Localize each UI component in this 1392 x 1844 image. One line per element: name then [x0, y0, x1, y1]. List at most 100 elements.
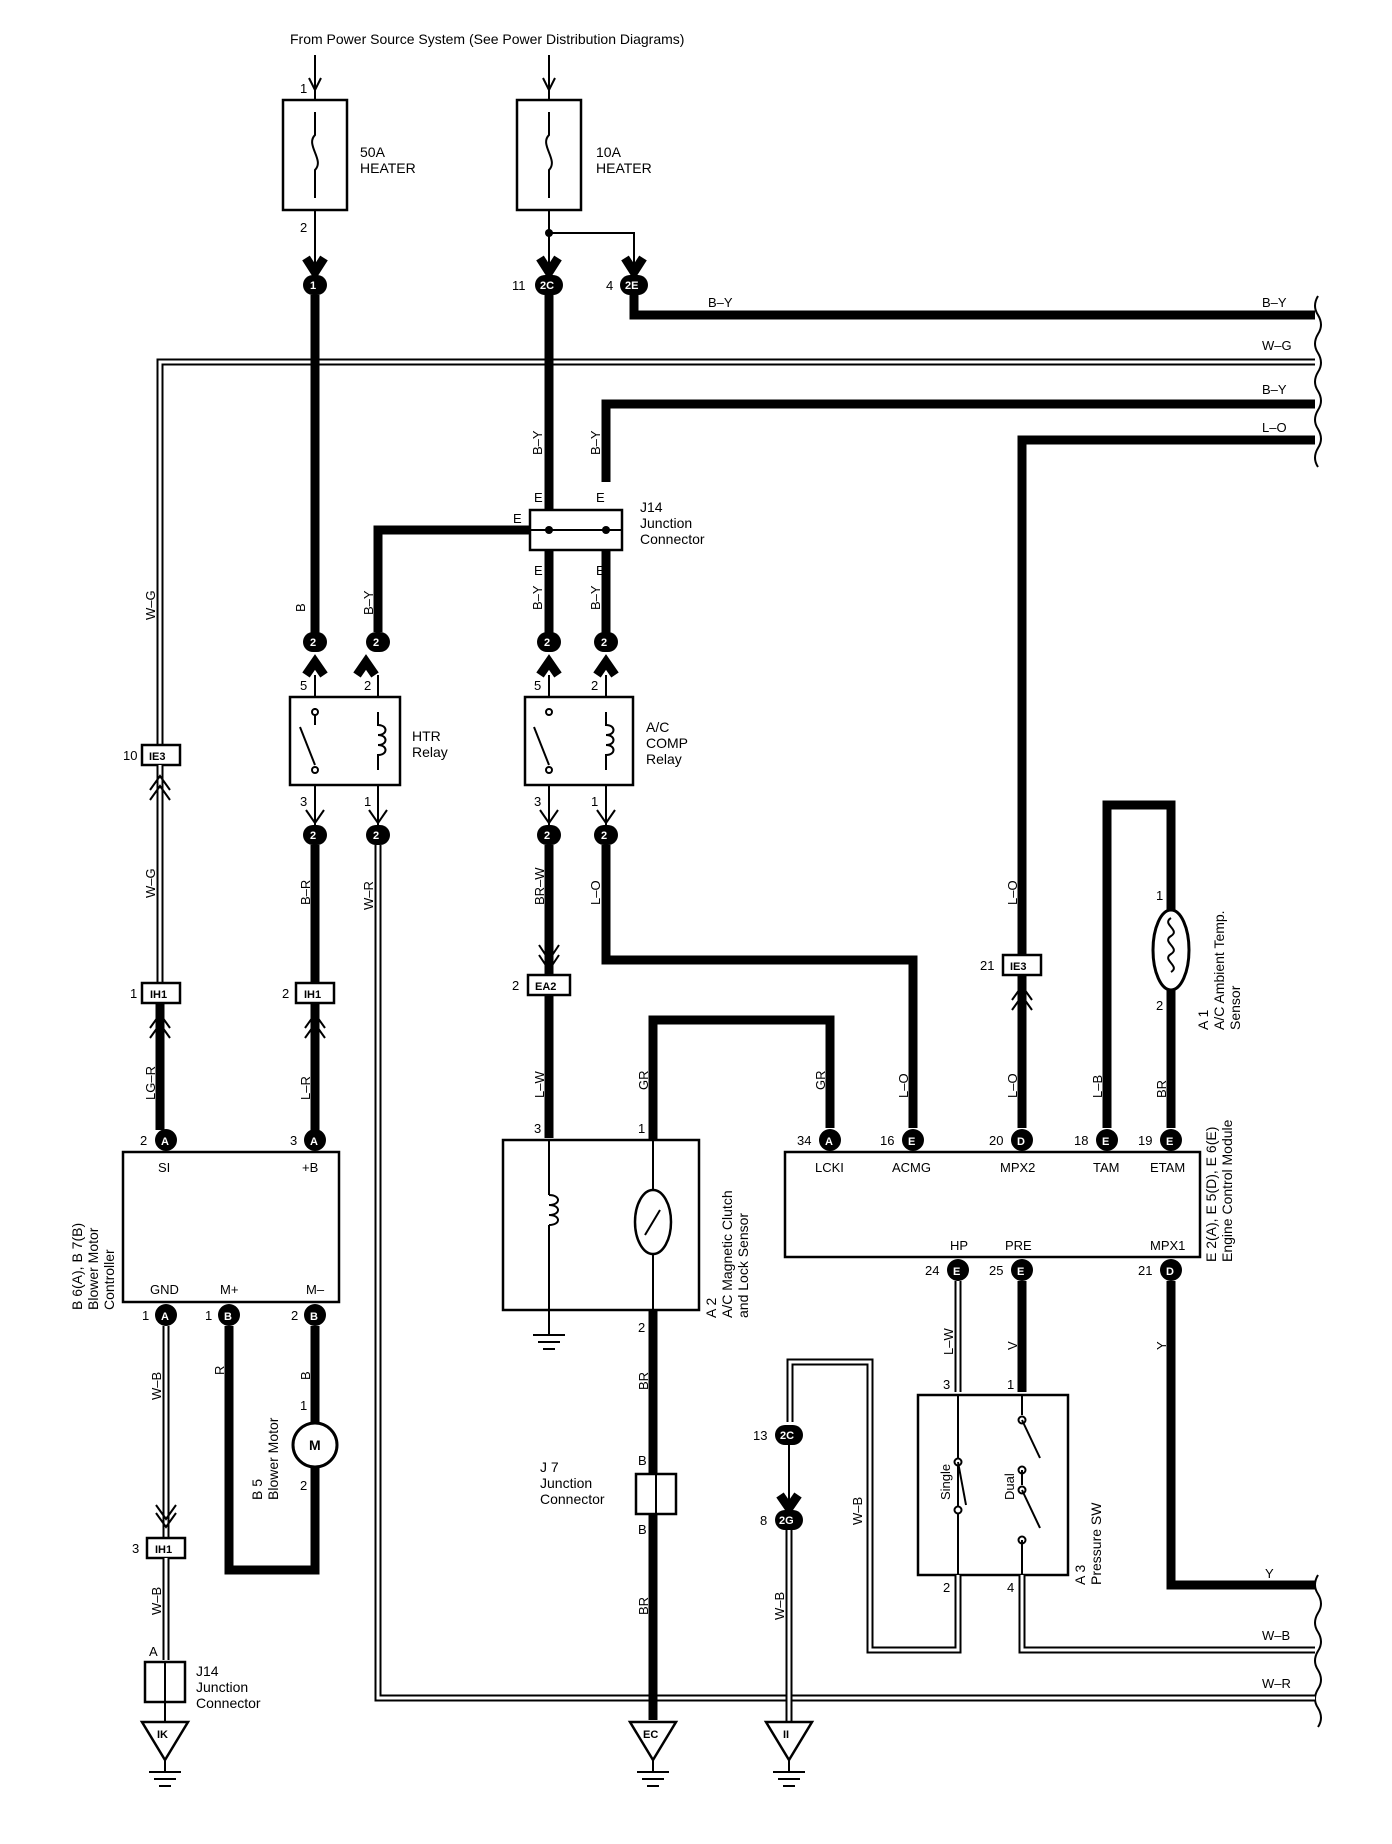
svg-text:L–W: L–W: [941, 1328, 956, 1355]
connector-ih1-b: IH1 2: [282, 981, 336, 1005]
svg-text:2: 2: [373, 637, 379, 649]
connector-2-htr-3: 2: [303, 825, 327, 845]
svg-text:2: 2: [1156, 998, 1163, 1013]
svg-text:EA2: EA2: [535, 981, 556, 993]
svg-text:2: 2: [512, 978, 519, 993]
svg-text:2: 2: [601, 637, 607, 649]
svg-text:R: R: [212, 1366, 227, 1375]
svg-text:E 2(A), E 5(D), E 6(E): E 2(A), E 5(D), E 6(E): [1203, 1127, 1219, 1262]
svg-text:8: 8: [760, 1513, 767, 1528]
svg-text:25: 25: [989, 1263, 1003, 1278]
svg-text:5: 5: [534, 678, 541, 693]
svg-text:4: 4: [1007, 1580, 1014, 1595]
svg-text:Connector: Connector: [640, 531, 705, 547]
svg-text:A/C Magnetic Clutch: A/C Magnetic Clutch: [719, 1190, 735, 1318]
svg-text:1: 1: [638, 1121, 645, 1136]
svg-text:and Lock Sensor: and Lock Sensor: [735, 1213, 751, 1318]
svg-text:Sensor: Sensor: [1227, 985, 1243, 1030]
connector-a-plusb: A 3: [290, 1129, 326, 1151]
svg-text:GR: GR: [813, 1071, 828, 1091]
svg-text:A 1: A 1: [1195, 1010, 1211, 1030]
ac-comp-relay: A/C COMP Relay: [523, 695, 688, 787]
svg-text:1: 1: [591, 794, 598, 809]
svg-text:2C: 2C: [780, 1430, 794, 1442]
svg-text:A/C: A/C: [646, 719, 669, 735]
fuse-10a-name: HEATER: [596, 160, 652, 176]
svg-text:1: 1: [205, 1308, 212, 1323]
connector-2-ac-3: 2: [537, 825, 561, 845]
connector-2-htr-1: 2: [366, 825, 390, 845]
svg-text:V: V: [1005, 1341, 1020, 1350]
svg-text:ACMG: ACMG: [892, 1160, 931, 1175]
svg-text:L–W: L–W: [532, 1071, 547, 1098]
svg-text:21: 21: [1138, 1263, 1152, 1278]
connector-2c-bottom: 2C 13: [753, 1425, 803, 1445]
svg-text:4: 4: [606, 278, 613, 293]
svg-text:2: 2: [364, 678, 371, 693]
svg-text:2E: 2E: [625, 280, 638, 292]
connector-mpx1: D 21: [1138, 1259, 1182, 1281]
svg-text:13: 13: [753, 1428, 767, 1443]
svg-text:2: 2: [310, 830, 316, 842]
j14-junction-connector-bottom: J14 Junction Connector: [143, 1660, 261, 1711]
svg-text:BR: BR: [1154, 1080, 1169, 1098]
svg-text:18: 18: [1074, 1133, 1088, 1148]
svg-text:2: 2: [943, 1580, 950, 1595]
svg-text:B–R: B–R: [298, 880, 313, 905]
svg-text:B–Y: B–Y: [588, 585, 603, 610]
svg-text:W–G: W–G: [1262, 338, 1292, 353]
svg-text:M–: M–: [306, 1282, 325, 1297]
connector-2-htr-2: 2: [366, 632, 390, 652]
connector-2-htr-5: 2: [303, 632, 327, 652]
connector-ie3-left: IE3 10: [123, 743, 182, 767]
svg-text:B: B: [224, 1311, 232, 1323]
svg-text:M: M: [309, 1437, 321, 1453]
fuse-50a-name: HEATER: [360, 160, 416, 176]
svg-text:2: 2: [291, 1308, 298, 1323]
svg-text:A: A: [149, 1644, 158, 1659]
svg-text:Junction: Junction: [196, 1679, 248, 1695]
svg-text:B–Y: B–Y: [361, 590, 376, 615]
connector-2-ac-5: 2: [537, 632, 561, 652]
svg-text:B: B: [638, 1453, 647, 1468]
svg-text:EC: EC: [643, 1729, 658, 1741]
ground-ik: IK: [139, 1720, 191, 1787]
svg-text:11: 11: [512, 278, 526, 293]
svg-text:Blower Motor: Blower Motor: [265, 1417, 281, 1500]
pressure-switch: Single Dual A 3 Pressure SW: [916, 1393, 1104, 1585]
svg-text:LCKI: LCKI: [815, 1160, 844, 1175]
svg-text:L–R: L–R: [298, 1076, 313, 1100]
blower-motor: M 1 2 B 5 Blower Motor: [249, 1398, 339, 1500]
svg-text:BR: BR: [636, 1372, 651, 1390]
svg-text:HP: HP: [950, 1238, 968, 1253]
svg-text:3: 3: [290, 1133, 297, 1148]
svg-text:Junction: Junction: [540, 1475, 592, 1491]
ground-ii: II: [763, 1720, 815, 1787]
svg-text:1: 1: [364, 794, 371, 809]
svg-text:3: 3: [534, 794, 541, 809]
svg-text:A/C Ambient Temp.: A/C Ambient Temp.: [1211, 910, 1227, 1030]
j14-junction-connector-top: J14 Junction Connector: [528, 499, 705, 552]
svg-text:M+: M+: [220, 1282, 238, 1297]
svg-text:A 3: A 3: [1072, 1565, 1088, 1585]
svg-text:IH1: IH1: [150, 989, 167, 1001]
svg-text:J14: J14: [196, 1663, 219, 1679]
svg-text:ETAM: ETAM: [1150, 1160, 1185, 1175]
svg-text:1: 1: [310, 280, 316, 292]
connector-1: 1: [303, 275, 327, 295]
svg-text:A: A: [161, 1136, 169, 1148]
svg-text:B: B: [310, 1311, 318, 1323]
htr-relay: HTR Relay: [288, 695, 448, 787]
svg-text:E: E: [1102, 1136, 1109, 1148]
ac-ambient-temp-sensor: 1 2 A 1 A/C Ambient Temp. Sensor: [1151, 888, 1243, 1030]
engine-control-module: LCKI ACMG MPX2 TAM ETAM HP PRE MPX1 E 2(…: [783, 1119, 1235, 1262]
svg-text:W–G: W–G: [143, 590, 158, 620]
svg-text:3: 3: [300, 794, 307, 809]
svg-text:Pressure SW: Pressure SW: [1088, 1502, 1104, 1585]
svg-text:W–B: W–B: [850, 1497, 865, 1525]
svg-text:2G: 2G: [779, 1515, 794, 1527]
svg-text:E: E: [908, 1136, 915, 1148]
ac-magnetic-clutch: A 2 A/C Magnetic Clutch and Lock Sensor: [501, 1138, 751, 1318]
svg-text:Relay: Relay: [646, 751, 682, 767]
